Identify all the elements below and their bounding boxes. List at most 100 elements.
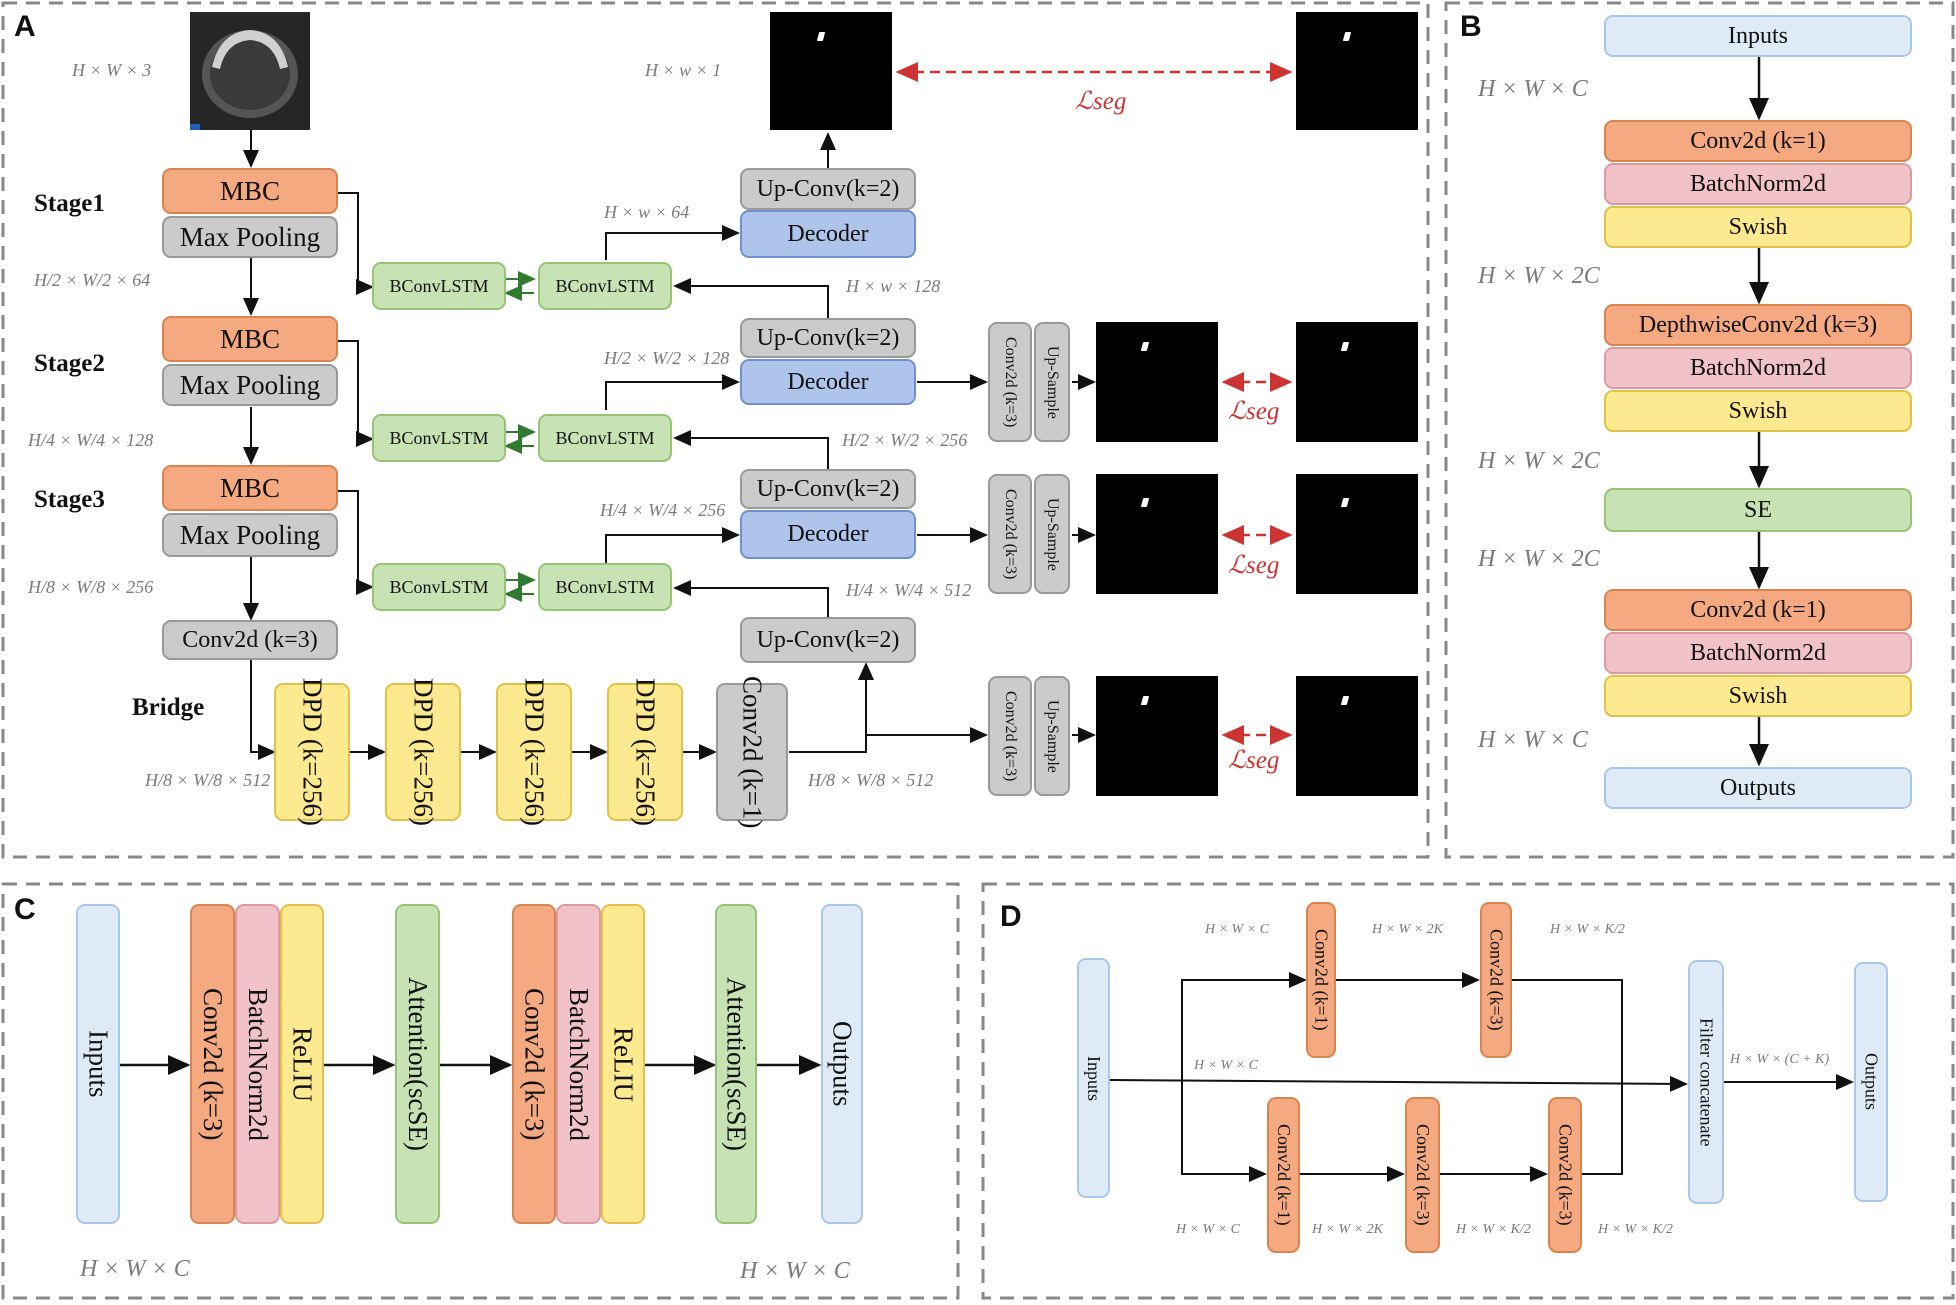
bconvlstm-3a: BConvLSTM (372, 563, 506, 611)
panel-c-border (1, 882, 960, 1300)
max-pooling-1: Max Pooling (162, 216, 338, 258)
d-dim-bot-3: H × W × K/2 (1456, 1222, 1531, 1237)
side-upsample-2: Up-Sample (1034, 322, 1070, 442)
bridge-label: Bridge (132, 694, 205, 721)
dpd-block-4: DPD (k=256) (607, 678, 683, 826)
pred-mask-2 (1096, 322, 1218, 442)
c-dim-in: H × W × C (80, 1256, 190, 1282)
panel-label-a: A (14, 10, 36, 43)
bconvlstm-1b: BConvLSTM (538, 262, 672, 310)
dim-up1: H × w × 128 (846, 276, 941, 296)
stage1-label: Stage1 (34, 190, 105, 217)
c-dim-out: H × W × C (740, 1258, 850, 1284)
b-swish-b: Swish (1604, 390, 1912, 432)
pred-mask-3 (1096, 474, 1218, 594)
b-swish-c: Swish (1604, 675, 1912, 717)
b-bn-c: BatchNorm2d (1604, 632, 1912, 674)
c-attention-2: Attention(scSE) (715, 904, 757, 1224)
dim-s1: H/2 × W/2 × 64 (34, 270, 151, 290)
dim-up2: H/2 × W/2 × 256 (842, 430, 968, 450)
b-conv1-a: Conv2d (k=1) (1604, 120, 1912, 162)
bconvlstm-2b: BConvLSTM (538, 414, 672, 462)
d-dim-top-1: H × W × C (1205, 922, 1270, 937)
d-dim-out: H × W × (C + K) (1730, 1052, 1830, 1067)
b-conv1-b: Conv2d (k=1) (1604, 589, 1912, 631)
gt-mask-top (1296, 12, 1418, 130)
c-bn-1: BatchNorm2d (235, 904, 280, 1224)
loss-label-3: ℒseg (1228, 552, 1280, 579)
decoder-2: Decoder (740, 359, 916, 405)
d-conv1-bot: Conv2d (k=1) (1267, 1097, 1300, 1253)
d-conv3-bot-2: Conv2d (k=3) (1548, 1097, 1582, 1253)
mbc-block-2: MBC (162, 316, 338, 362)
d-dim-bot-1: H × W × C (1176, 1222, 1241, 1237)
dim-input: H × W × 3 (72, 60, 152, 80)
c-conv-2: Conv2d (k=3) (512, 904, 556, 1224)
dpd-block-3: DPD (k=256) (496, 678, 572, 826)
conv2d-k1-bridge: Conv2d (k=1) (716, 676, 788, 828)
d-dim-bot-2: H × W × 2K (1312, 1222, 1384, 1237)
dim-s3: H/8 × W/8 × 256 (28, 577, 154, 597)
conv2d-k3-bridge: Conv2d (k=3) (162, 620, 338, 660)
b-bn-b: BatchNorm2d (1604, 347, 1912, 389)
side-upsample-4: Up-Sample (1034, 676, 1070, 796)
d-dim-bot-4: H × W × K/2 (1598, 1222, 1673, 1237)
b-bn-a: BatchNorm2d (1604, 163, 1912, 205)
bconvlstm-2a: BConvLSTM (372, 414, 506, 462)
d-dim-top-3: H × W × K/2 (1550, 922, 1625, 937)
side-conv-2: Conv2d (k=3) (988, 322, 1032, 442)
d-inputs: Inputs (1077, 958, 1110, 1198)
gt-mask-4 (1296, 676, 1418, 796)
d-conv3-top: Conv2d (k=3) (1480, 902, 1512, 1058)
gt-mask-3 (1296, 474, 1418, 594)
panel-label-d: D (1000, 900, 1022, 933)
up-conv-3: Up-Conv(k=2) (740, 469, 916, 509)
b-dim-2: H × W × 2C (1478, 263, 1600, 289)
c-relu-2: ReLIU (601, 904, 645, 1224)
max-pooling-2: Max Pooling (162, 364, 338, 406)
d-outputs: Outputs (1854, 962, 1888, 1202)
panel-d-border (981, 882, 1955, 1300)
c-attention-1: Attention(scSE) (395, 904, 440, 1224)
stage3-label: Stage3 (34, 486, 105, 513)
bconvlstm-3b: BConvLSTM (538, 563, 672, 611)
dim-up3: H/4 × W/4 × 512 (846, 580, 972, 600)
dim-dec2: H/2 × W/2 × 128 (604, 348, 730, 368)
dim-s2: H/4 × W/4 × 128 (28, 430, 154, 450)
decoder-3: Decoder (740, 510, 916, 559)
b-dim-4: H × W × 2C (1478, 546, 1600, 572)
c-conv-1: Conv2d (k=3) (190, 904, 235, 1224)
mbc-block-3: MBC (162, 465, 338, 511)
up-conv-4: Up-Conv(k=2) (740, 617, 916, 663)
stage2-label: Stage2 (34, 350, 105, 377)
dpd-block-1: DPD (k=256) (274, 678, 350, 826)
c-relu-1: ReLIU (280, 904, 324, 1224)
d-dim-top-2: H × W × 2K (1372, 922, 1444, 937)
up-conv-1: Up-Conv(k=2) (740, 168, 916, 210)
bconvlstm-1a: BConvLSTM (372, 262, 506, 310)
loss-label-2: ℒseg (1228, 398, 1280, 425)
panel-b-border (1444, 1, 1955, 859)
panel-d-connectors (1109, 972, 1854, 1182)
d-dim-mid: H × W × C (1194, 1058, 1259, 1073)
dim-dec3: H/4 × W/4 × 256 (600, 500, 726, 520)
panel-label-c: C (14, 893, 36, 926)
d-conv3-bot-1: Conv2d (k=3) (1405, 1097, 1440, 1253)
side-upsample-3: Up-Sample (1034, 474, 1070, 594)
d-conv1-top: Conv2d (k=1) (1306, 902, 1336, 1058)
b-dim-5: H × W × C (1478, 727, 1588, 753)
ct-input-image (190, 12, 310, 130)
decoder-1: Decoder (740, 210, 916, 258)
c-bn-2: BatchNorm2d (556, 904, 601, 1224)
dpd-block-2: DPD (k=256) (385, 678, 461, 826)
up-conv-2: Up-Conv(k=2) (740, 318, 916, 358)
max-pooling-3: Max Pooling (162, 513, 338, 557)
gt-mask-2 (1296, 322, 1418, 442)
c-inputs: Inputs (76, 904, 120, 1224)
c-outputs: Outputs (821, 904, 863, 1224)
b-dim-1: H × W × C (1478, 76, 1588, 102)
output-mask-top (770, 12, 892, 130)
mbc-block-1: MBC (162, 168, 338, 214)
